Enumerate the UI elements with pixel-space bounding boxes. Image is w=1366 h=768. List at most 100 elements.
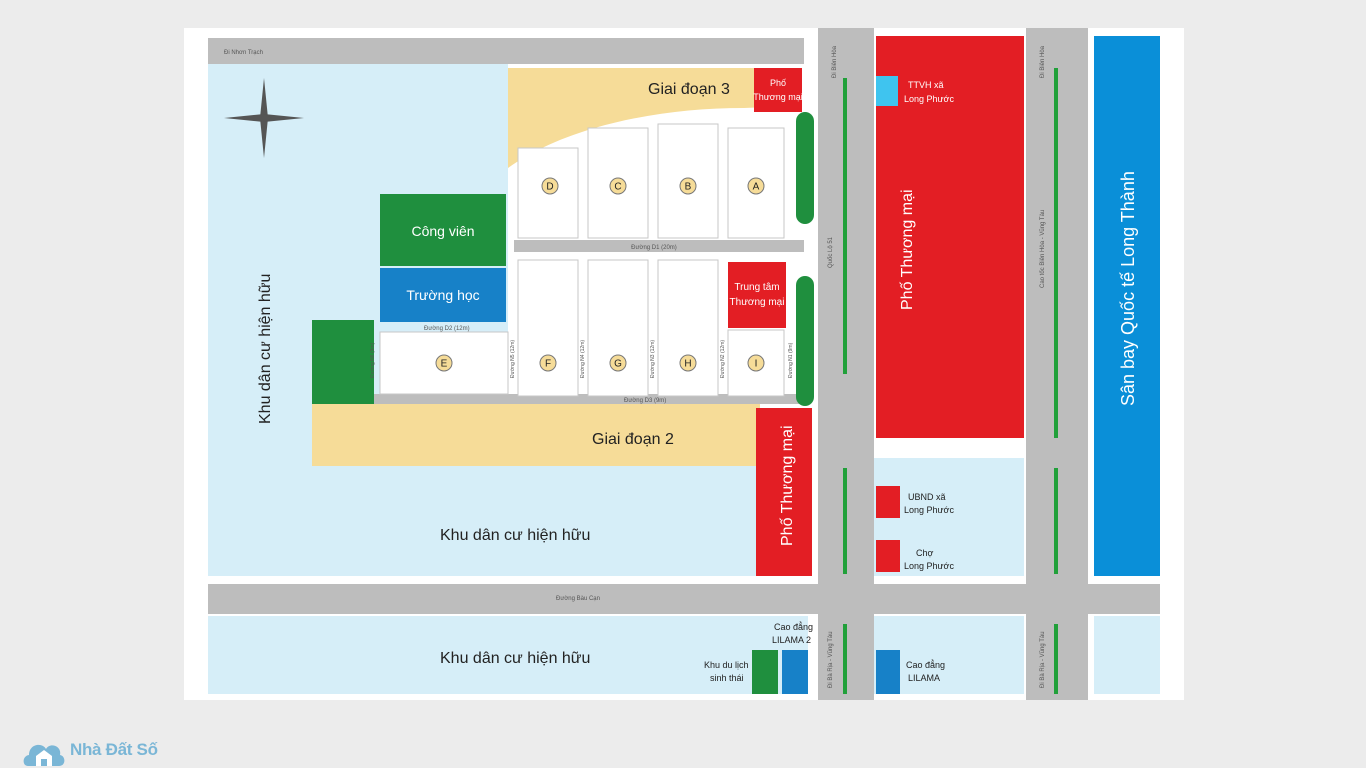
block-marker-g	[609, 354, 627, 372]
block-letter-b: B	[685, 182, 692, 193]
median-1	[843, 78, 847, 374]
label-duong-n4: Đường N4 (12m)	[580, 340, 586, 378]
label-cho-1: Chợ	[916, 548, 934, 558]
road-d1	[514, 240, 804, 252]
label-khu-dan-cu-mid: Khu dân cư hiện hữu	[440, 527, 590, 544]
label-di-ba-ria-1: Đi Bà Rịa - Vũng Tàu	[828, 631, 834, 688]
label-pho-big: Phố Thương mại	[899, 189, 916, 310]
label-giai-doan-2: Giai đoạn 2	[592, 431, 674, 448]
phase-3-zone	[508, 68, 792, 168]
park	[380, 194, 506, 266]
road-d3	[370, 394, 800, 404]
median-5	[1054, 468, 1058, 574]
label-lilama-2: LILAMA	[908, 673, 940, 683]
residential-bottom-right	[1094, 616, 1160, 694]
block-marker-d	[541, 177, 559, 195]
median-2	[843, 468, 847, 574]
label-ubnd-1: UBND xã	[908, 492, 946, 502]
watermark: Nhà Đất Số	[22, 732, 158, 768]
ubnd-marker	[876, 486, 900, 518]
road-bau-can	[208, 584, 1160, 614]
label-lilama-1: Cao đẳng	[906, 659, 945, 670]
label-di-bien-hoa-1: Đi Biên Hòa	[832, 45, 838, 78]
label-duong-d2: Đường D2 (12m)	[424, 326, 470, 332]
block-h[interactable]	[657, 259, 719, 397]
label-quoc-lo-51: Quốc Lộ 51	[828, 236, 834, 268]
label-duong-d1: Đường D1 (20m)	[631, 245, 677, 251]
north-arrow-icon	[224, 78, 304, 158]
label-khu-du-lich-2: sinh thái	[710, 673, 744, 683]
blocks-middle	[379, 259, 785, 397]
airport	[1094, 36, 1160, 576]
label-pho-vertical: Phố Thương mại	[779, 425, 796, 546]
lilama2-marker	[782, 650, 808, 694]
label-pho-small-2: Thương mại	[753, 92, 802, 102]
park-west	[312, 320, 374, 404]
block-marker-i	[747, 354, 765, 372]
median-8	[796, 276, 814, 406]
median-4	[1054, 68, 1058, 438]
block-g[interactable]	[587, 259, 649, 397]
block-letter-d: D	[546, 182, 553, 193]
pho-thuong-mai-big	[876, 36, 1024, 438]
block-letter-g: G	[614, 359, 622, 370]
label-ubnd-2: Long Phước	[904, 505, 954, 515]
label-duong-n3: Đường N3 (12m)	[650, 340, 656, 378]
label-lilama2-1: Cao đẳng	[774, 621, 813, 632]
label-di-nhon-trach: Đi Nhơn Trạch	[224, 50, 263, 56]
lilama-marker	[876, 650, 900, 694]
median-3	[843, 624, 847, 694]
block-f[interactable]	[517, 259, 579, 397]
watermark-brand: Nhà Đất Số	[70, 740, 158, 759]
trung-tam-thuong-mai	[728, 262, 786, 328]
block-letter-a: A	[753, 182, 760, 193]
label-giai-doan-3: Giai đoạn 3	[648, 81, 730, 98]
block-marker-h	[679, 354, 697, 372]
label-di-ba-ria-2: Đi Bà Rịa - Vũng Tàu	[1040, 631, 1046, 688]
block-marker-e	[435, 354, 453, 372]
residential-bottom-left	[208, 616, 808, 694]
house-cloud-icon	[23, 744, 65, 766]
label-ttvh-1: TTVH xã	[908, 80, 944, 90]
label-san-bay: Sân bay Quốc tế Long Thành	[1118, 171, 1138, 406]
blocks-top	[517, 123, 785, 239]
block-i[interactable]	[727, 329, 785, 397]
block-letter-f: F	[545, 359, 551, 370]
label-cho-2: Long Phước	[904, 561, 954, 571]
label-khu-dan-cu-left: Khu dân cư hiện hữu	[257, 274, 274, 424]
phase-2-zone	[312, 404, 760, 466]
pho-thuong-mai-small	[754, 68, 802, 112]
label-ttvh-2: Long Phước	[904, 94, 954, 104]
ttvh-marker	[876, 76, 898, 106]
block-marker-f	[539, 354, 557, 372]
map-frame: Đi Nhơn Trạch Đi Biên Hòa Đi Biên Hòa Qu…	[184, 28, 1184, 700]
median-6	[1054, 624, 1058, 694]
label-di-bien-hoa-2: Đi Biên Hòa	[1040, 45, 1046, 78]
label-duong-n1: Đường N1 (9m)	[788, 342, 794, 378]
block-letter-h: H	[684, 359, 691, 370]
label-khu-du-lich-1: Khu du lịch	[704, 660, 749, 670]
label-truong-hoc: Trường học	[406, 287, 479, 303]
label-lilama2-2: LILAMA 2	[772, 635, 811, 645]
block-marker-a	[747, 177, 765, 195]
road-top	[208, 38, 804, 64]
block-letter-c: C	[614, 182, 621, 193]
residential-center	[208, 466, 768, 576]
label-khu-dan-cu-bottom: Khu dân cư hiện hữu	[440, 650, 590, 667]
label-trung-tam-2: Thương mại	[730, 297, 785, 308]
label-cong-vien: Công viên	[411, 223, 474, 239]
label-duong-n2: Đường N2 (12m)	[720, 340, 726, 378]
label-duong-n6: Đường N6 (9m)	[370, 342, 376, 378]
block-letter-e: E	[441, 359, 448, 370]
block-marker-c	[609, 177, 627, 195]
label-cao-toc: Cao tốc Biên Hòa - Vũng Tàu	[1040, 210, 1046, 288]
label-trung-tam-1: Trung tâm	[734, 282, 779, 293]
pho-thuong-mai-vertical	[756, 408, 812, 576]
label-duong-n5: Đường N5 (12m)	[510, 340, 516, 378]
cho-marker	[876, 540, 900, 572]
label-duong-d3: Đường D3 (9m)	[624, 398, 666, 404]
label-pho-small-1: Phố	[770, 78, 786, 88]
school	[380, 268, 506, 322]
median-7	[796, 112, 814, 224]
